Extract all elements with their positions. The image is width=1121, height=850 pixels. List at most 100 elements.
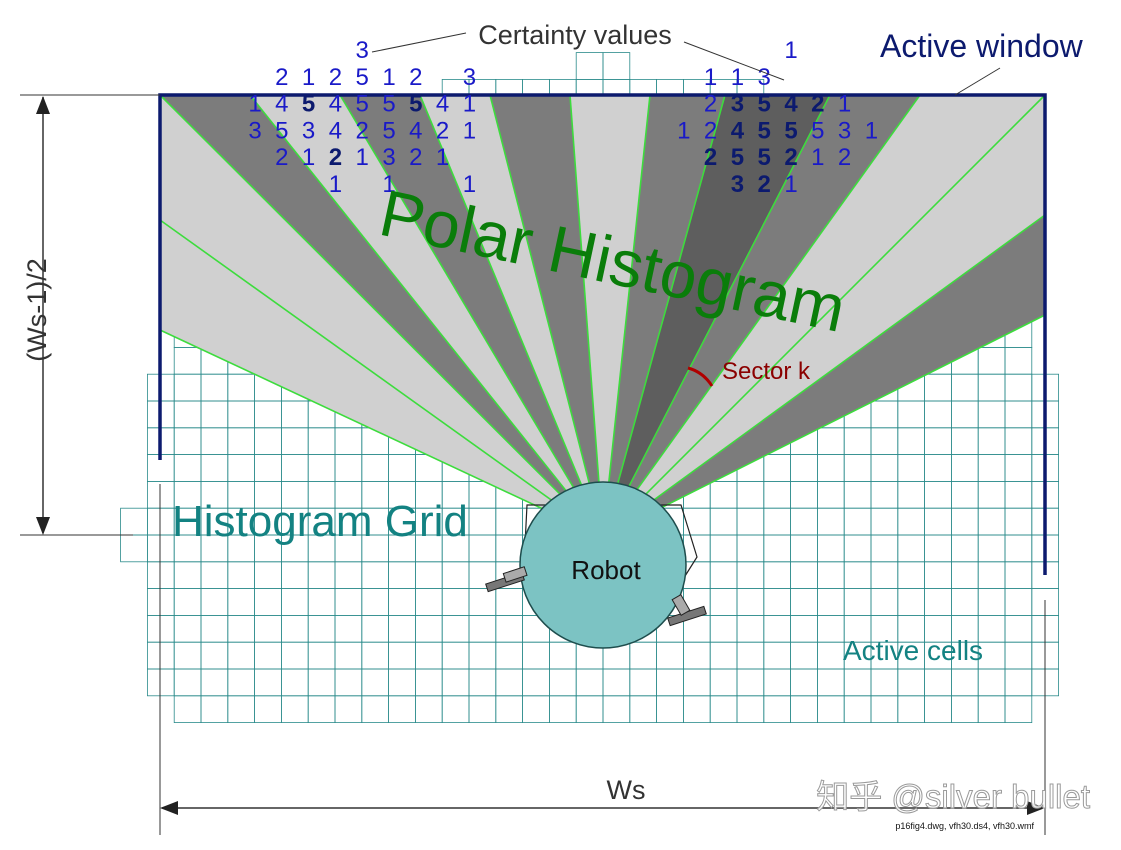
certainty-value: 1 xyxy=(677,117,690,144)
window-width-dimension: Ws xyxy=(159,484,1046,835)
grid-cell xyxy=(951,534,979,563)
grid-cell xyxy=(495,615,523,643)
grid-cell xyxy=(1004,507,1033,536)
grid-cell xyxy=(468,668,497,697)
grid-cell xyxy=(709,615,738,643)
grid-cell xyxy=(388,454,416,482)
grid-cell xyxy=(254,561,282,589)
grid-cell xyxy=(870,454,899,482)
grid-cell xyxy=(951,561,979,589)
grid-cell xyxy=(1004,373,1033,402)
grid-cell xyxy=(414,668,443,697)
certainty-value: 4 xyxy=(436,91,449,118)
grid-cell xyxy=(897,427,925,455)
certainty-value: 2 xyxy=(758,171,771,198)
grid-cell xyxy=(763,454,791,482)
grid-cell xyxy=(709,668,738,697)
grid-cell xyxy=(736,480,765,509)
grid-cell xyxy=(924,561,952,589)
grid-cell xyxy=(227,668,256,697)
grid-cell xyxy=(897,480,925,509)
grid-cell xyxy=(843,454,872,482)
sector-boundary xyxy=(602,94,1046,538)
certainty-value: 5 xyxy=(356,64,369,91)
certainty-value: 1 xyxy=(784,171,797,198)
grid-cell xyxy=(817,561,845,589)
certainty-value: 5 xyxy=(409,91,422,118)
grid-cell xyxy=(441,695,470,723)
grid-cell xyxy=(468,507,497,536)
grid-cell xyxy=(280,561,309,589)
grid-cell xyxy=(227,427,256,455)
sector-boundary xyxy=(419,94,604,538)
grid-cell xyxy=(1004,641,1033,670)
grid-cell xyxy=(468,588,497,616)
certainty-value: 5 xyxy=(382,117,395,144)
grid-cell xyxy=(817,641,845,670)
certainty-value: 4 xyxy=(731,117,745,144)
grid-cell xyxy=(736,561,765,589)
grid-cell xyxy=(763,588,791,616)
certainty-value: 4 xyxy=(784,91,798,118)
grid-cell xyxy=(227,400,256,429)
robot-label: Robot xyxy=(571,555,641,585)
grid-cell xyxy=(495,641,523,670)
grid-cell xyxy=(307,561,336,589)
grid-cell xyxy=(200,695,229,723)
grid-cell xyxy=(227,561,256,589)
grid-cell xyxy=(173,427,202,455)
grid-cell xyxy=(388,588,416,616)
grid-cell xyxy=(924,534,952,563)
certainty-value: 3 xyxy=(731,91,744,118)
grid-cell xyxy=(522,668,550,697)
certainty-value: 2 xyxy=(409,64,422,91)
sector-boundary xyxy=(602,94,921,538)
grid-cell xyxy=(200,615,229,643)
grid-cell xyxy=(1004,615,1033,643)
certainty-value: 1 xyxy=(811,144,824,171)
certainty-value: 5 xyxy=(382,91,395,118)
grid-cell xyxy=(709,641,738,670)
grid-cell xyxy=(173,695,202,723)
grid-cell xyxy=(763,561,791,589)
grid-cell xyxy=(870,668,899,697)
grid-cell xyxy=(334,615,363,643)
sector-k-arc xyxy=(687,366,714,387)
grid-cell xyxy=(414,588,443,616)
grid-cell xyxy=(575,695,604,723)
grid-cell xyxy=(602,668,631,697)
grid-cell xyxy=(709,588,738,616)
grid-cell xyxy=(441,668,470,697)
grid-cell xyxy=(817,427,845,455)
grid-cell xyxy=(790,534,818,563)
grid-cell xyxy=(790,668,818,697)
certainty-value: 1 xyxy=(302,64,315,91)
grid-cell xyxy=(468,615,497,643)
grid-cell xyxy=(1004,588,1033,616)
certainty-value: 5 xyxy=(731,144,744,171)
grid-cell xyxy=(924,668,952,697)
grid-cell xyxy=(441,641,470,670)
grid-cell xyxy=(951,480,979,509)
grid-cell xyxy=(709,695,738,723)
certainty-value: 1 xyxy=(356,144,369,171)
grid-cell xyxy=(763,534,791,563)
grid-cell xyxy=(977,534,1006,563)
grid-cell xyxy=(120,507,148,536)
grid-cell xyxy=(468,641,497,670)
grid-cell xyxy=(817,480,845,509)
ws-label: Ws xyxy=(607,775,646,805)
grid-cell xyxy=(683,641,711,670)
grid-cell xyxy=(897,695,925,723)
half-window-dimension: (Ws-1)/2 xyxy=(20,94,160,536)
grid-cell xyxy=(361,454,389,482)
grid-cell xyxy=(870,695,899,723)
certainty-value: 4 xyxy=(329,117,342,144)
grid-cell xyxy=(334,561,363,589)
grid-cell xyxy=(495,534,523,563)
grid-cell xyxy=(549,695,577,723)
grid-cell xyxy=(495,588,523,616)
sector-boundary xyxy=(159,94,604,538)
grid-cell xyxy=(388,668,416,697)
